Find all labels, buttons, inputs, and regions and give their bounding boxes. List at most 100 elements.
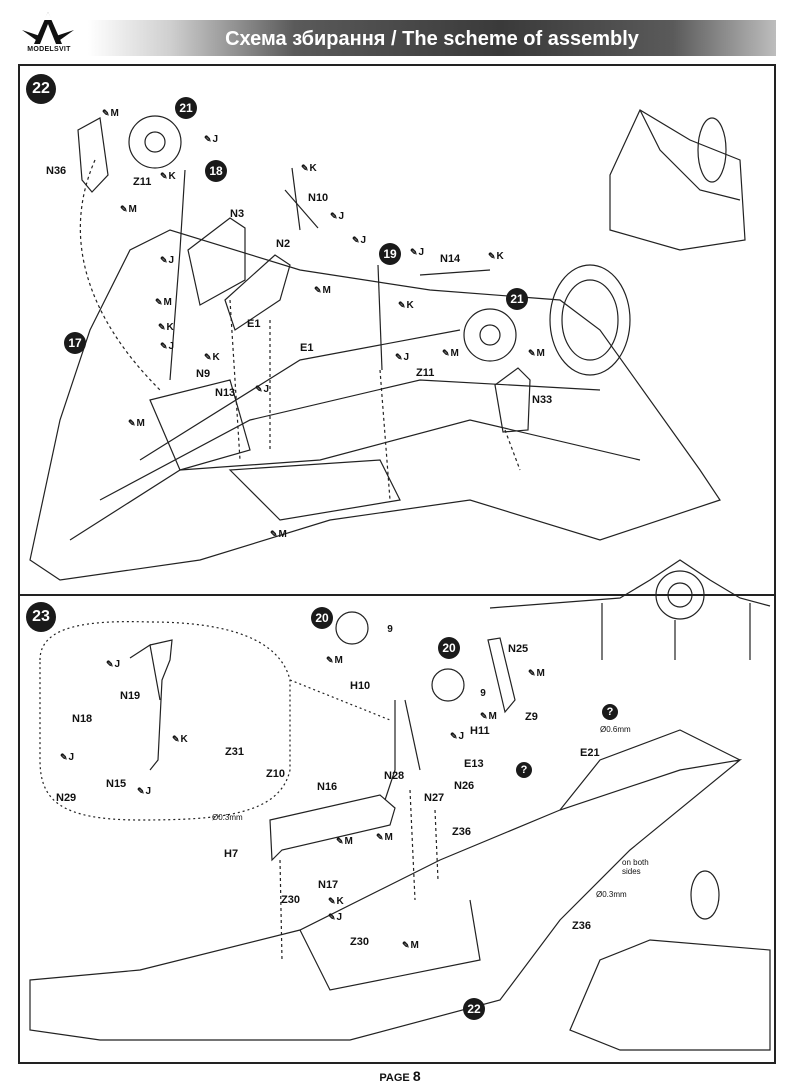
part-label-z11b: Z11 bbox=[416, 367, 435, 379]
engine-nozzle bbox=[549, 264, 631, 376]
callout-step-20b: 20 bbox=[438, 637, 460, 659]
paint-mark-j: ✎J bbox=[330, 211, 345, 222]
hex-callout-9b: 9 bbox=[480, 688, 486, 699]
paint-mark-m: ✎M bbox=[480, 711, 497, 722]
paint-mark-j: ✎J bbox=[328, 912, 343, 923]
note-on-both-sides: on both sides bbox=[622, 858, 649, 876]
part-label-n19: N19 bbox=[120, 690, 141, 702]
part-label-z31: Z31 bbox=[225, 746, 244, 758]
paint-mark-k: ✎K bbox=[301, 163, 317, 174]
brush-icon: ✎ bbox=[301, 163, 309, 173]
part-label-n28: N28 bbox=[384, 770, 405, 782]
part-label-n14: N14 bbox=[440, 253, 461, 265]
paint-mark-k: ✎K bbox=[398, 300, 414, 311]
nose-wheel-left bbox=[335, 611, 369, 645]
brush-icon: ✎ bbox=[204, 134, 212, 144]
brush-icon: ✎ bbox=[402, 940, 410, 950]
part-label-h7: H7 bbox=[224, 848, 239, 860]
paint-mark-m: ✎M bbox=[155, 297, 172, 308]
part-label-z10: Z10 bbox=[266, 768, 285, 780]
part-label-n29: N29 bbox=[56, 792, 77, 804]
inset-nose-bay bbox=[569, 939, 771, 1051]
paint-mark-k: ✎K bbox=[328, 896, 344, 907]
callout-step-22: 22 bbox=[463, 998, 485, 1020]
part-label-d03a: Ø0.3mm bbox=[212, 813, 243, 822]
part-label-e1b: E1 bbox=[300, 342, 314, 354]
paint-mark-j: ✎J bbox=[255, 384, 270, 395]
part-label-e13: E13 bbox=[464, 758, 484, 770]
brush-icon: ✎ bbox=[204, 352, 212, 362]
paint-mark-j: ✎J bbox=[410, 247, 425, 258]
part-label-n10: N10 bbox=[308, 192, 329, 204]
part-label-z36a: Z36 bbox=[452, 826, 471, 838]
part-label-n17: N17 bbox=[318, 879, 339, 891]
brush-icon: ✎ bbox=[480, 711, 488, 721]
title-bar bbox=[88, 20, 776, 56]
brush-icon: ✎ bbox=[60, 752, 68, 762]
brush-icon: ✎ bbox=[395, 352, 403, 362]
fuselage-outline bbox=[29, 759, 743, 1041]
section-divider bbox=[18, 594, 776, 596]
callout-step-19: 19 bbox=[379, 243, 401, 265]
brush-icon: ✎ bbox=[528, 348, 536, 358]
logo-text: MODELSVIT bbox=[27, 46, 71, 53]
step-badge-23: 23 bbox=[26, 602, 56, 632]
paint-mark-k: ✎K bbox=[158, 322, 174, 333]
paint-mark-j: ✎J bbox=[106, 659, 121, 670]
brush-icon: ✎ bbox=[106, 659, 114, 669]
brush-icon: ✎ bbox=[328, 896, 336, 906]
part-label-n18: N18 bbox=[72, 713, 93, 725]
part-label-n25: N25 bbox=[508, 643, 529, 655]
gear-door-n33 bbox=[494, 367, 531, 433]
part-label-n16: N16 bbox=[317, 781, 338, 793]
part-label-n3: N3 bbox=[230, 208, 245, 220]
brush-icon: ✎ bbox=[128, 418, 136, 428]
part-label-n33: N33 bbox=[532, 394, 553, 406]
paint-mark-j: ✎J bbox=[204, 134, 219, 145]
page-header: MODELSVIT Схема збирання / The scheme of… bbox=[0, 0, 800, 64]
brush-icon: ✎ bbox=[328, 912, 336, 922]
paint-mark-m: ✎M bbox=[128, 418, 145, 429]
paint-mark-m: ✎M bbox=[442, 348, 459, 359]
paint-mark-m: ✎M bbox=[402, 940, 419, 951]
part-label-d06: Ø0.6mm bbox=[600, 725, 631, 734]
paint-mark-j: ✎J bbox=[137, 786, 152, 797]
part-label-n13: N13 bbox=[215, 387, 236, 399]
part-label-z30b: Z30 bbox=[350, 936, 369, 948]
brush-icon: ✎ bbox=[314, 285, 322, 295]
part-label-h11: H11 bbox=[470, 725, 490, 737]
question-icon: ? bbox=[516, 762, 532, 778]
part-label-n2: N2 bbox=[276, 238, 291, 250]
gear-door-n36 bbox=[77, 117, 109, 193]
brush-icon: ✎ bbox=[488, 251, 496, 261]
part-label-d03b: Ø0.3mm bbox=[596, 890, 627, 899]
page-label: PAGE bbox=[379, 1072, 410, 1084]
brush-icon: ✎ bbox=[376, 832, 384, 842]
paint-mark-k: ✎K bbox=[160, 171, 176, 182]
callout-step-21: 21 bbox=[175, 97, 197, 119]
paint-mark-m: ✎M bbox=[528, 348, 545, 359]
part-label-z36b: Z36 bbox=[572, 920, 591, 932]
brush-icon: ✎ bbox=[160, 171, 168, 181]
part-label-z30a: Z30 bbox=[281, 894, 300, 906]
hex-callout-9a: 9 bbox=[387, 624, 393, 635]
main-wheel-left bbox=[128, 115, 182, 169]
gear-door-n25 bbox=[487, 637, 516, 714]
page-number: 8 bbox=[412, 1068, 421, 1084]
brush-icon: ✎ bbox=[102, 108, 110, 118]
page-footer: PAGE 8 bbox=[0, 1068, 800, 1086]
paint-mark-m: ✎M bbox=[120, 204, 137, 215]
brush-icon: ✎ bbox=[336, 836, 344, 846]
brush-icon: ✎ bbox=[450, 731, 458, 741]
paint-mark-j: ✎J bbox=[60, 752, 75, 763]
brush-icon: ✎ bbox=[120, 204, 128, 214]
paint-mark-k: ✎K bbox=[172, 734, 188, 745]
aircraft-front-view bbox=[489, 559, 771, 609]
brush-icon: ✎ bbox=[528, 668, 536, 678]
brush-icon: ✎ bbox=[270, 529, 278, 539]
callout-step-21b: 21 bbox=[506, 288, 528, 310]
brush-icon: ✎ bbox=[158, 322, 166, 332]
nose-wheel-right bbox=[431, 668, 465, 702]
brush-icon: ✎ bbox=[155, 297, 163, 307]
